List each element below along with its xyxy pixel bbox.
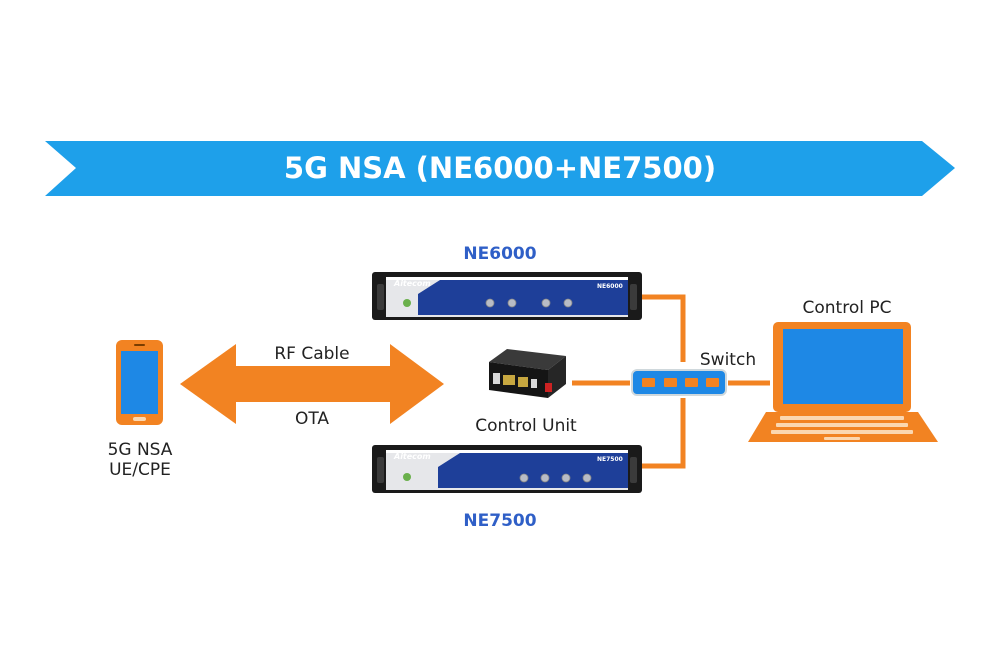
- ne6000-model-label: NE6000: [597, 283, 623, 290]
- laptop-icon: [748, 322, 938, 442]
- ue-label-line1: 5G NSA: [107, 440, 173, 460]
- rf-cable-label: RF Cable: [274, 344, 350, 364]
- ne7500-brand-logo: Aitecom: [394, 452, 431, 461]
- connection-lines: [572, 294, 770, 469]
- line-ne7500-to-switch: [642, 398, 686, 469]
- ne6000-title: NE6000: [463, 244, 537, 264]
- line-ne6000-to-switch: [642, 294, 686, 362]
- control-pc-label: Control PC: [802, 298, 892, 318]
- smartphone-icon: [116, 340, 163, 425]
- switch-label: Switch: [699, 350, 757, 370]
- switch-icon: [631, 369, 727, 396]
- diagram-title: 5G NSA (NE6000+NE7500): [283, 151, 717, 185]
- ne6000-rack-unit: [372, 272, 642, 320]
- ota-label: OTA: [294, 409, 330, 429]
- ne7500-model-label: NE7500: [597, 456, 623, 463]
- title-banner: [45, 141, 955, 196]
- ue-label-line2: UE/CPE: [109, 460, 171, 480]
- control-unit-box: [489, 349, 566, 398]
- ne7500-title: NE7500: [463, 511, 537, 531]
- control-unit-label: Control Unit: [475, 416, 577, 436]
- ne6000-brand-logo: Aitecom: [394, 279, 431, 288]
- rf-ota-double-arrow: [180, 344, 444, 424]
- ne7500-rack-unit: [372, 445, 642, 493]
